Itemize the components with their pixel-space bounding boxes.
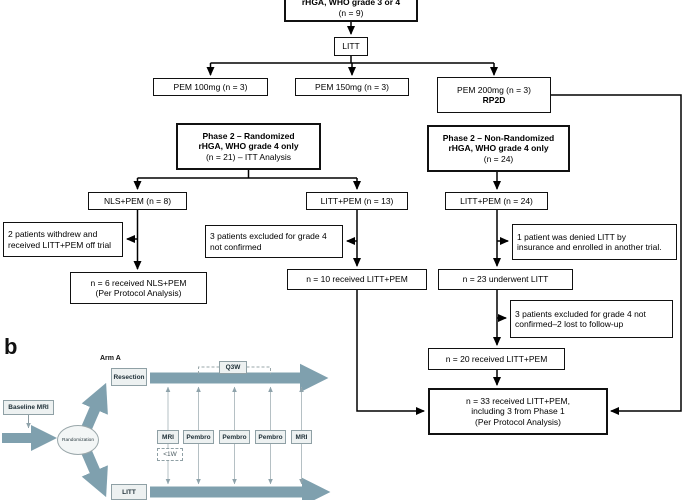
n23-box: n = 23 underwent LITT: [438, 269, 573, 290]
n6-line1: n = 6 received NLS+PEM: [90, 277, 187, 288]
pem-150mg-box: PEM 150mg (n = 3): [295, 78, 409, 96]
pem-100mg-box: PEM 100mg (n = 3): [153, 78, 268, 96]
mri-box-2: MRI: [291, 430, 312, 444]
excluded-followup-box: 3 patients excluded for grade 4 not conf…: [510, 300, 673, 338]
phase2-nonrand-line2: rHGA, WHO grade 4 only: [448, 143, 549, 154]
arm-a-label: Arm A: [100, 355, 121, 362]
n33-line1: n = 33 received LITT+PEM,: [466, 395, 570, 406]
phase2-nonrand-line3: (n = 24): [483, 153, 514, 164]
n6-per-protocol-box: n = 6 received NLS+PEM (Per Protocol Ana…: [70, 272, 207, 304]
n33-line2: including 3 from Phase 1: [471, 406, 565, 417]
n20-box: n = 20 received LITT+PEM: [428, 348, 565, 370]
pembro-box-2: Pembro: [219, 430, 250, 444]
withdrew-box: 2 patients withdrew and received LITT+PE…: [3, 222, 123, 257]
resection-box: Resection: [111, 368, 147, 386]
denied-litt-line2: insurance and enrolled in another trial.: [517, 242, 662, 252]
phase2-rand-line3: (n = 21) – ITT Analysis: [205, 151, 292, 162]
n33-line3: (Per Protocol Analysis): [475, 416, 561, 427]
lt-1w-box: <1W: [157, 448, 183, 461]
litt-pem-13-box: LITT+PEM (n = 13): [306, 192, 408, 210]
panel-b-label: b: [4, 334, 18, 359]
excluded-grade4-line2: not confirmed: [210, 241, 262, 252]
phase2-rand-line1: Phase 2 – Randomized: [202, 130, 295, 141]
litt-arm-box: LITT: [111, 484, 147, 500]
phase2-nonrandomized-box: Phase 2 – Non-Randomized rHGA, WHO grade…: [427, 125, 570, 172]
phase2-nonrand-line1: Phase 2 – Non-Randomized: [442, 132, 555, 143]
randomization-ellipse: Randomization: [57, 425, 99, 455]
n10-box: n = 10 received LITT+PEM: [287, 269, 427, 290]
n6-line2: (Per Protocol Analysis): [95, 288, 182, 298]
excluded-grade4-line1: 3 patients excluded for grade 4: [210, 231, 327, 241]
phase2-randomized-box: Phase 2 – Randomized rHGA, WHO grade 4 o…: [176, 123, 321, 170]
withdrew-line2: received LITT+PEM off trial: [8, 239, 112, 250]
phase2-rand-line2: rHGA, WHO grade 4 only: [198, 141, 299, 152]
pembro-box-3: Pembro: [255, 430, 286, 444]
pem-200mg-box: PEM 200mg (n = 3) RP2D: [437, 77, 551, 113]
excluded-followup-line2: confirmed–2 lost to follow-up: [515, 319, 624, 329]
excluded-followup-line1: 3 patients excluded for grade 4 not: [515, 308, 646, 319]
mri-box-1: MRI: [157, 430, 179, 444]
flowchart-connectors: [126, 22, 682, 415]
enrollment-box: rHGA, WHO grade 3 or 4 (n = 9): [284, 0, 418, 22]
excluded-grade4-box: 3 patients excluded for grade 4 not conf…: [205, 225, 343, 258]
enrollment-line2: (n = 9): [338, 7, 364, 18]
nls-pem-box: NLS+PEM (n = 8): [88, 192, 187, 210]
baseline-mri-box: Baseline MRI: [3, 400, 54, 415]
enrollment-line1: rHGA, WHO grade 3 or 4: [301, 0, 401, 7]
litt-box: LITT: [334, 37, 368, 56]
denied-litt-line1: 1 patient was denied LITT by: [517, 231, 626, 242]
pembro-box-1: Pembro: [183, 430, 214, 444]
withdrew-line1: 2 patients withdrew and: [8, 229, 98, 239]
litt-pem-24-box: LITT+PEM (n = 24): [445, 192, 548, 210]
denied-litt-box: 1 patient was denied LITT by insurance a…: [512, 224, 677, 260]
q3w-box: Q3W: [219, 361, 247, 374]
n33-per-protocol-box: n = 33 received LITT+PEM, including 3 fr…: [428, 388, 608, 435]
pem-200mg-line1: PEM 200mg (n = 3): [457, 84, 531, 95]
rp2d-label: RP2D: [482, 95, 506, 105]
